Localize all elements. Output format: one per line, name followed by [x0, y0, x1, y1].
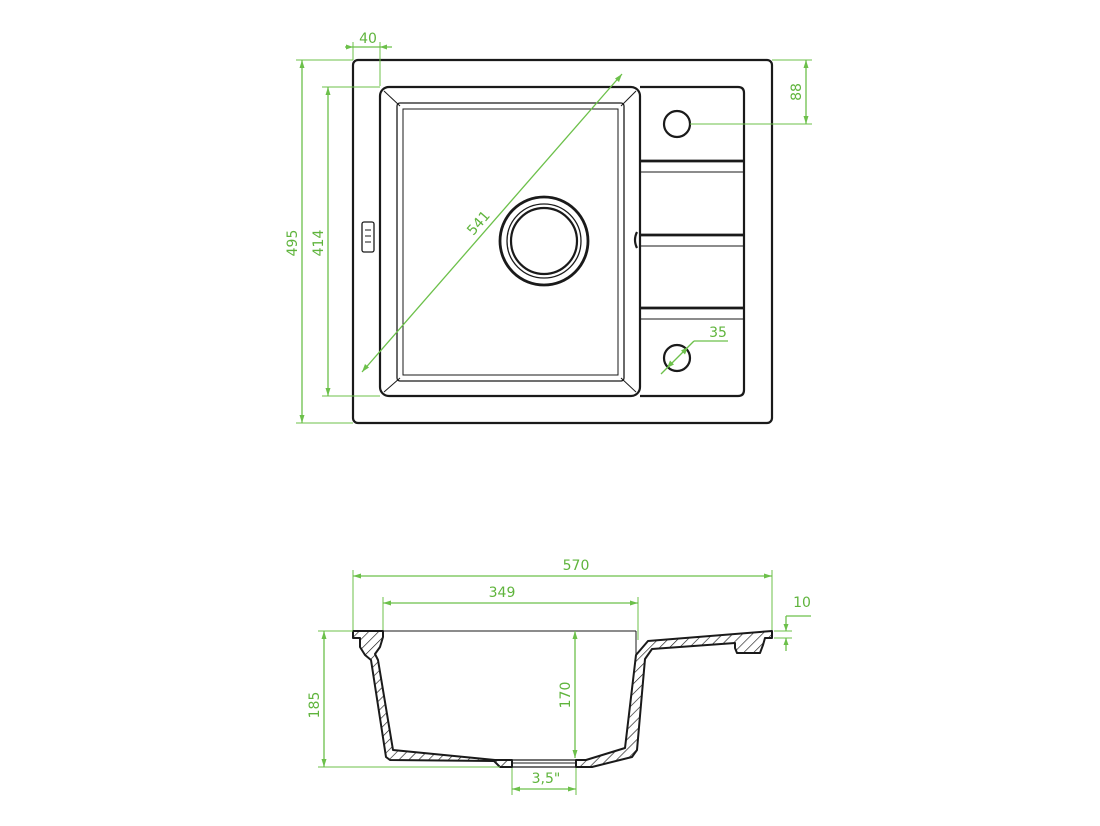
- label-bowl-depth: 414: [311, 230, 327, 257]
- label-overall-width: 570: [563, 558, 590, 574]
- dimension-bowl-depth: 414: [311, 86, 380, 397]
- dimension-bowl-width: 349: [382, 585, 639, 640]
- label-bowl-height: 170: [558, 682, 574, 709]
- label-bowl-diagonal: 541: [464, 208, 494, 239]
- dimension-tap-hole-diameter: 35: [660, 325, 728, 375]
- label-rim-width: 40: [359, 31, 377, 47]
- dimension-overall-height: 185: [307, 630, 500, 768]
- dimension-overall-depth: 495: [285, 59, 353, 424]
- dimension-tap-hole-offset: 88: [690, 59, 812, 125]
- dimension-drain-size: 3,5": [511, 768, 577, 795]
- dimension-overall-width: 570: [352, 558, 773, 630]
- tap-hole-bottom: [662, 343, 692, 373]
- tap-hole-top: [662, 109, 692, 139]
- sink-bowl: [378, 85, 642, 398]
- label-overall-depth: 495: [285, 230, 301, 257]
- drain-outlet: [498, 195, 590, 287]
- label-bowl-width: 349: [489, 585, 516, 601]
- sink-outer-rim: [351, 58, 774, 425]
- overflow-outlet: [361, 221, 375, 253]
- sink-cross-section: [352, 630, 513, 768]
- dimension-thickness: 10: [774, 595, 811, 651]
- dimension-bowl-height: 170: [558, 631, 578, 758]
- label-drain-size: 3,5": [532, 771, 561, 787]
- side-view: [352, 630, 773, 768]
- drainer-board: [633, 85, 746, 398]
- label-overall-height: 185: [307, 692, 323, 719]
- label-tap-hole-offset: 88: [789, 83, 805, 101]
- label-tap-hole-diameter: 35: [709, 325, 727, 341]
- top-view: [351, 58, 774, 425]
- dimension-rim-width: 40: [345, 31, 392, 86]
- label-thickness: 10: [793, 595, 811, 611]
